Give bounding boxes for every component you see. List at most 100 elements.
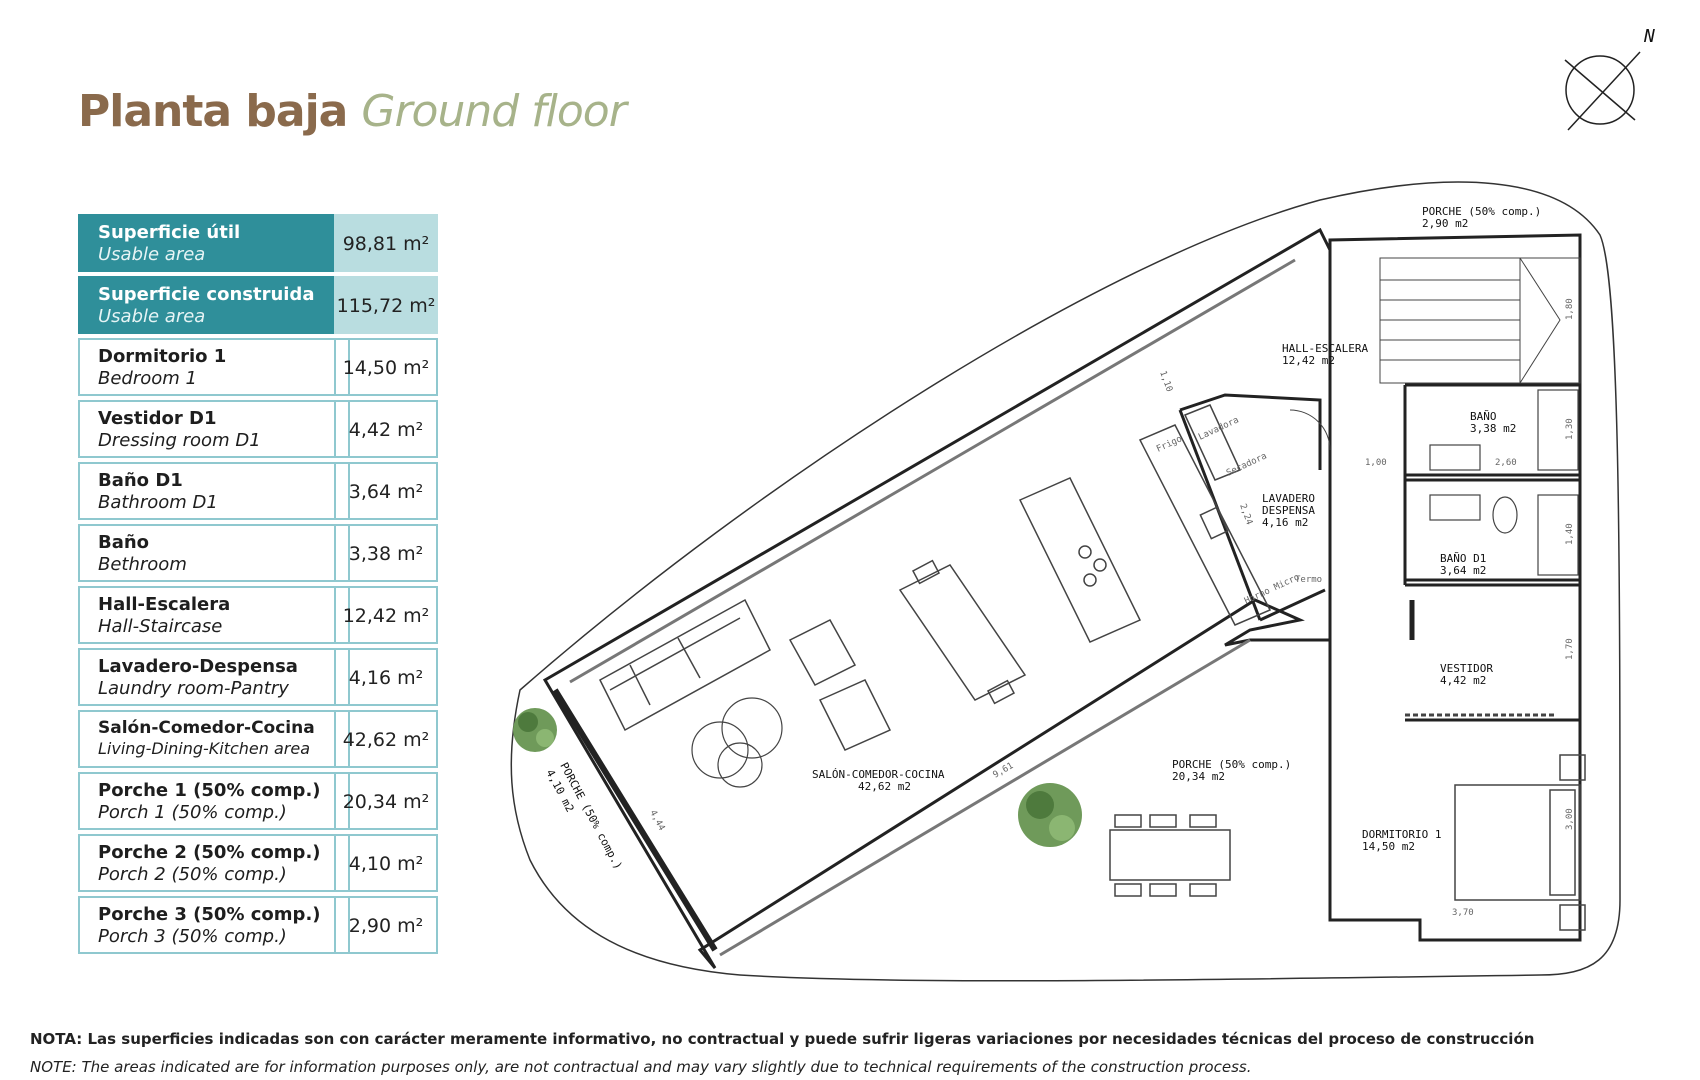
room-name: VESTIDOR: [1440, 662, 1493, 675]
area-name-en: Bethroom: [98, 554, 187, 575]
area-name-en: Usable area: [98, 244, 206, 265]
area-name-en: Usable area: [98, 306, 206, 327]
dimension: 3,00: [1565, 808, 1575, 830]
dining-table: [898, 559, 1027, 705]
area-name-es: Dormitorio 1: [98, 346, 227, 367]
room-area: 2,90 m2: [1422, 217, 1468, 230]
area-name-en: Bedroom 1: [98, 368, 197, 389]
dimension: 4,44: [647, 809, 666, 833]
window-strip-bottom: [719, 638, 1251, 957]
facade-wall: [552, 688, 718, 952]
room-name: PORCHE (50% comp.): [1422, 205, 1541, 218]
area-name-en: Porch 1 (50% comp.): [98, 802, 287, 823]
window-strip: [569, 258, 1296, 684]
disclaimer-note: NOTA: Las superficies indicadas son con …: [30, 1030, 1534, 1076]
appliance-label: Frigo: [1155, 434, 1184, 455]
double-bed: [1454, 754, 1586, 931]
area-name-en: Laundry room-Pantry: [98, 678, 289, 699]
area-name-es: Superficie construida: [98, 284, 315, 305]
area-value: 115,72 m²: [334, 276, 438, 334]
area-name-es: Porche 2 (50% comp.): [98, 842, 321, 863]
dimension: 1,30: [1565, 418, 1575, 440]
room-area: 4,16 m2: [1262, 516, 1308, 529]
tree-icon: [1018, 783, 1082, 847]
area-name-es: Baño D1: [98, 470, 183, 491]
room-area: 42,62 m2: [858, 780, 911, 793]
room-area: 3,64 m2: [1440, 564, 1486, 577]
room-name: DORMITORIO 1: [1362, 828, 1441, 841]
area-value: 2,90 m²: [334, 896, 438, 954]
tree-icon: [513, 708, 557, 752]
bathroom-fixtures: [1429, 389, 1579, 576]
dimension: 1,80: [1565, 298, 1575, 320]
area-value: 4,10 m²: [334, 834, 438, 892]
area-value: 4,42 m²: [334, 400, 438, 458]
area-name-es: Hall-Escalera: [98, 594, 231, 615]
staircase: [1379, 257, 1581, 384]
appliance-label: Termo: [1295, 575, 1322, 585]
area-name-en: Porch 3 (50% comp.): [98, 926, 287, 947]
door-swing: [1289, 409, 1331, 451]
area-name-en: Living-Dining-Kitchen area: [98, 739, 311, 758]
room-name: SALÓN-COMEDOR-COCINA: [812, 768, 945, 781]
area-name-en: Porch 2 (50% comp.): [98, 864, 287, 885]
area-name-en: Bathroom D1: [98, 492, 218, 513]
appliance-label: Secadora: [1225, 451, 1269, 478]
area-name-es: Lavadero-Despensa: [98, 656, 298, 677]
sofa: [599, 598, 771, 732]
room-area: 4,42 m2: [1440, 674, 1486, 687]
dimension: 1,10: [1157, 370, 1174, 394]
kitchen-counter: [1138, 404, 1272, 626]
porch-table: [1109, 814, 1231, 897]
area-name-es: Superficie útil: [98, 222, 241, 243]
living-area-walls: [542, 227, 1582, 969]
area-name-es: Porche 3 (50% comp.): [98, 904, 321, 925]
area-name-es: Vestidor D1: [98, 408, 217, 429]
dimension: 2,24: [1237, 503, 1254, 527]
dimension: 1,70: [1565, 638, 1575, 660]
appliance-label: Lavadora: [1197, 415, 1241, 442]
area-name-en: Hall-Staircase: [98, 616, 223, 637]
dimension: 1,40: [1565, 523, 1575, 545]
room-name: PORCHE (50% comp.): [1172, 758, 1291, 771]
area-value: 12,42 m²: [334, 586, 438, 644]
area-name-es: Salón-Comedor-Cocina: [98, 718, 315, 738]
area-name-es: Porche 1 (50% comp.): [98, 780, 321, 801]
room-name: DESPENSA: [1262, 504, 1315, 517]
north-label: N: [1643, 26, 1655, 47]
room-name: PORCHE (50% comp.): [557, 760, 624, 871]
area-value: 3,64 m²: [334, 462, 438, 520]
note-english: NOTE: The areas indicated are for inform…: [30, 1058, 1252, 1076]
area-value: 3,38 m²: [334, 524, 438, 582]
note-spanish: NOTA: Las superficies indicadas son con …: [30, 1030, 1535, 1048]
area-value: 98,81 m²: [334, 214, 438, 272]
area-value: 42,62 m²: [334, 710, 438, 768]
armchairs: [788, 619, 892, 751]
title-english: Ground floor: [361, 86, 626, 137]
room-name: HALL-ESCALERA: [1282, 342, 1368, 355]
area-name-en: Dressing room D1: [98, 430, 261, 451]
room-name: BAÑO D1: [1440, 552, 1486, 565]
title-spanish: Planta baja: [78, 86, 348, 137]
area-label: Porche 3 (50% comp.)Porch 3 (50% comp.): [78, 896, 350, 954]
kitchen-island: [1018, 477, 1142, 643]
room-area: 3,38 m2: [1470, 422, 1516, 435]
dimension: 2,60: [1495, 458, 1517, 468]
room-name: BAÑO: [1470, 410, 1497, 423]
room-area: 20,34 m2: [1172, 770, 1225, 783]
area-label: Porche 1 (50% comp.)Porch 1 (50% comp.): [78, 772, 350, 830]
page-title: Planta baja Ground floor: [78, 86, 627, 137]
area-value: 20,34 m²: [334, 772, 438, 830]
area-name-es: Baño: [98, 532, 150, 553]
site-outline: [510, 181, 1621, 982]
